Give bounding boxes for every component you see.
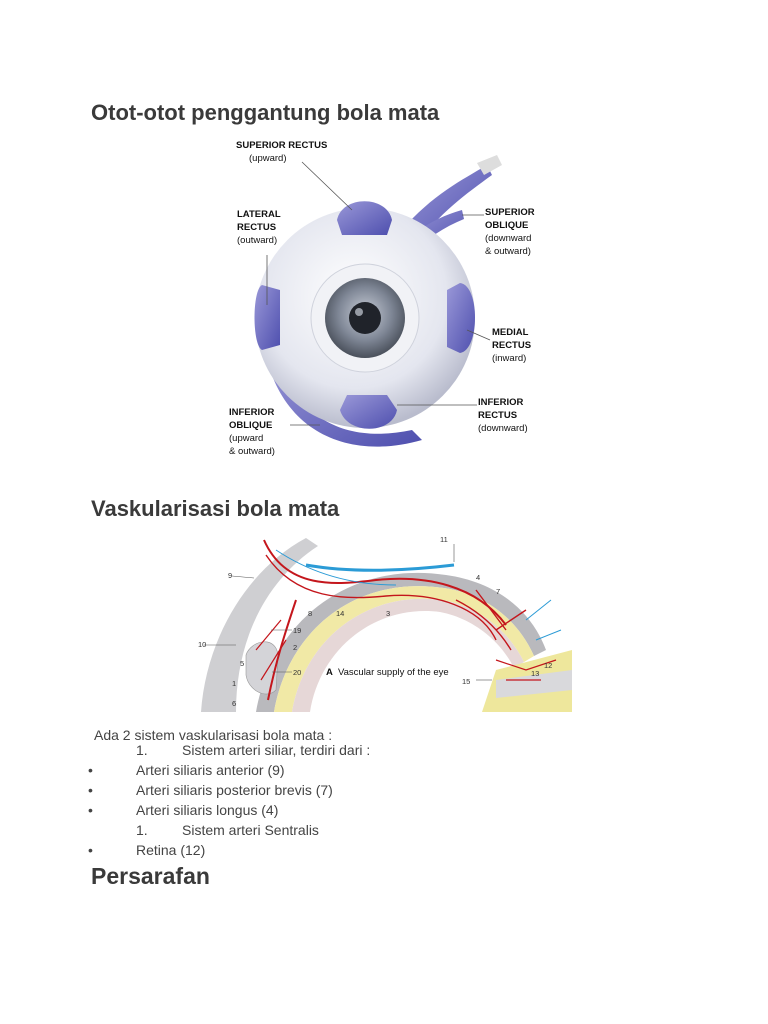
label-inferior-oblique-4: & outward) [229,446,275,457]
intro-text: Ada 2 sistem vaskularisasi bola mata : [94,727,332,743]
bullet-item: Retina (12) [136,842,205,858]
fig-num-12: 12 [544,661,552,670]
label-superior-oblique-1: SUPERIOR [485,207,535,218]
fig-num-5: 5 [240,659,244,668]
label-inferior-rectus-1: INFERIOR [478,397,524,408]
bullet-icon: • [88,782,93,798]
fig-num-13: 13 [531,669,539,678]
fig-num-3: 3 [386,609,390,618]
label-lateral-rectus-2: RECTUS [237,222,276,233]
heading-vascular: Vaskularisasi bola mata [91,496,339,522]
fig-num-14: 14 [336,609,344,618]
bullet-icon: • [88,762,93,778]
fig-num-11: 11 [440,535,448,544]
label-superior-oblique-4: & outward) [485,246,531,257]
fig-num-8: 8 [308,609,312,618]
fig-caption-text: Vascular supply of the eye [338,667,449,678]
list-item-1-text: Sistem arteri siliar, terdiri dari : [182,742,370,758]
label-lateral-rectus-3: (outward) [237,235,277,246]
fig-num-6: 6 [232,699,236,708]
list-item-1-number: 1. [136,742,148,758]
list-item-2-number: 1. [136,822,148,838]
label-inferior-oblique-2: OBLIQUE [229,420,272,431]
vascular-supply-illustration: 11 9 4 7 8 14 3 10 19 2 5 20 1 6 12 13 1… [196,530,572,712]
fig-num-19: 19 [293,626,301,635]
label-inferior-oblique-3: (upward [229,433,263,444]
bullet-item: Arteri siliaris posterior brevis (7) [136,782,333,798]
label-superior-rectus-dir: (upward) [249,153,287,164]
fig-caption-letter: A [326,667,333,678]
fig-num-15: 15 [462,677,470,686]
bullet-icon: • [88,802,93,818]
bullet-icon: • [88,842,93,858]
fig-num-10: 10 [198,640,206,649]
fig-num-9: 9 [228,571,232,580]
label-superior-rectus: SUPERIOR RECTUS [236,140,327,151]
fig-num-1: 1 [232,679,236,688]
label-superior-oblique-3: (downward [485,233,531,244]
fig-num-4: 4 [476,573,480,582]
label-medial-rectus-2: RECTUS [492,340,531,351]
label-superior-oblique-2: OBLIQUE [485,220,528,231]
label-inferior-rectus-3: (downward) [478,423,528,434]
fig-num-7: 7 [496,587,500,596]
bullet-item: Arteri siliaris anterior (9) [136,762,285,778]
label-inferior-rectus-2: RECTUS [478,410,517,421]
fig-num-2: 2 [293,643,297,652]
bullet-item: Arteri siliaris longus (4) [136,802,278,818]
label-inferior-oblique-1: INFERIOR [229,407,275,418]
label-lateral-rectus-1: LATERAL [237,209,281,220]
heading-muscles: Otot-otot penggantung bola mata [91,100,439,126]
list-item-2-text: Sistem arteri Sentralis [182,822,319,838]
fig-num-20: 20 [293,668,301,677]
label-medial-rectus-3: (inward) [492,353,526,364]
label-medial-rectus-1: MEDIAL [492,327,529,338]
heading-nerves: Persarafan [91,863,210,890]
extraocular-muscles-illustration: SUPERIOR RECTUS (upward) SUPERIOR OBLIQU… [222,135,548,465]
